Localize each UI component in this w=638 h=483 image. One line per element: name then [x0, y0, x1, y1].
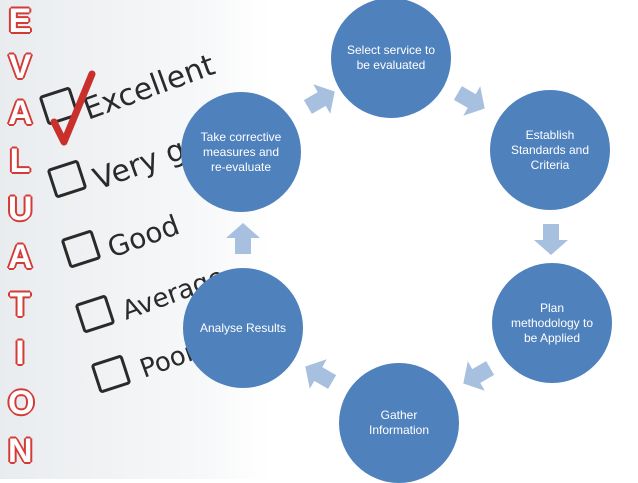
- check-mark-icon: [50, 70, 96, 146]
- title-letter: E: [8, 2, 32, 40]
- title-letter: U: [8, 190, 33, 228]
- title-letter: L: [9, 142, 31, 180]
- cycle-node-establish: Establish Standards and Criteria: [490, 90, 610, 210]
- cycle-arrow-icon: [534, 224, 568, 255]
- cycle-node-label: Plan methodology to be Applied: [510, 300, 594, 345]
- title-letter: A: [8, 238, 33, 276]
- checkbox-icon: [75, 295, 115, 333]
- cycle-node-select: Select service to be evaluated: [331, 0, 451, 118]
- cycle-node-analyse: Analyse Results: [183, 268, 303, 388]
- cycle-node-plan: Plan methodology to be Applied: [492, 263, 612, 383]
- cycle-arrow-icon: [463, 361, 495, 391]
- cycle-node-label: Gather Information: [368, 408, 430, 437]
- cycle-node-gather: Gather Information: [339, 363, 459, 483]
- cycle-arrow-icon: [453, 86, 485, 116]
- title-letter: I: [15, 334, 25, 372]
- checkbox-icon: [91, 355, 131, 393]
- title-letter: O: [8, 384, 35, 422]
- cycle-node-label: Take corrective measures and re-evaluate: [200, 129, 282, 174]
- cycle-node-label: Select service to be evaluated: [346, 43, 436, 72]
- title-letter: A: [8, 94, 33, 132]
- cycle-node-corrective: Take corrective measures and re-evaluate: [181, 92, 301, 212]
- title-letter: T: [9, 286, 31, 324]
- checkbox-icon: [61, 230, 101, 268]
- cycle-node-label: Analyse Results: [199, 320, 287, 335]
- checkbox-icon: [39, 87, 79, 125]
- title-letter: V: [8, 48, 32, 86]
- title-letter: N: [8, 432, 33, 470]
- checkbox-icon: [47, 160, 87, 198]
- cycle-node-label: Establish Standards and Criteria: [510, 127, 590, 172]
- cycle-arrow-icon: [305, 359, 337, 389]
